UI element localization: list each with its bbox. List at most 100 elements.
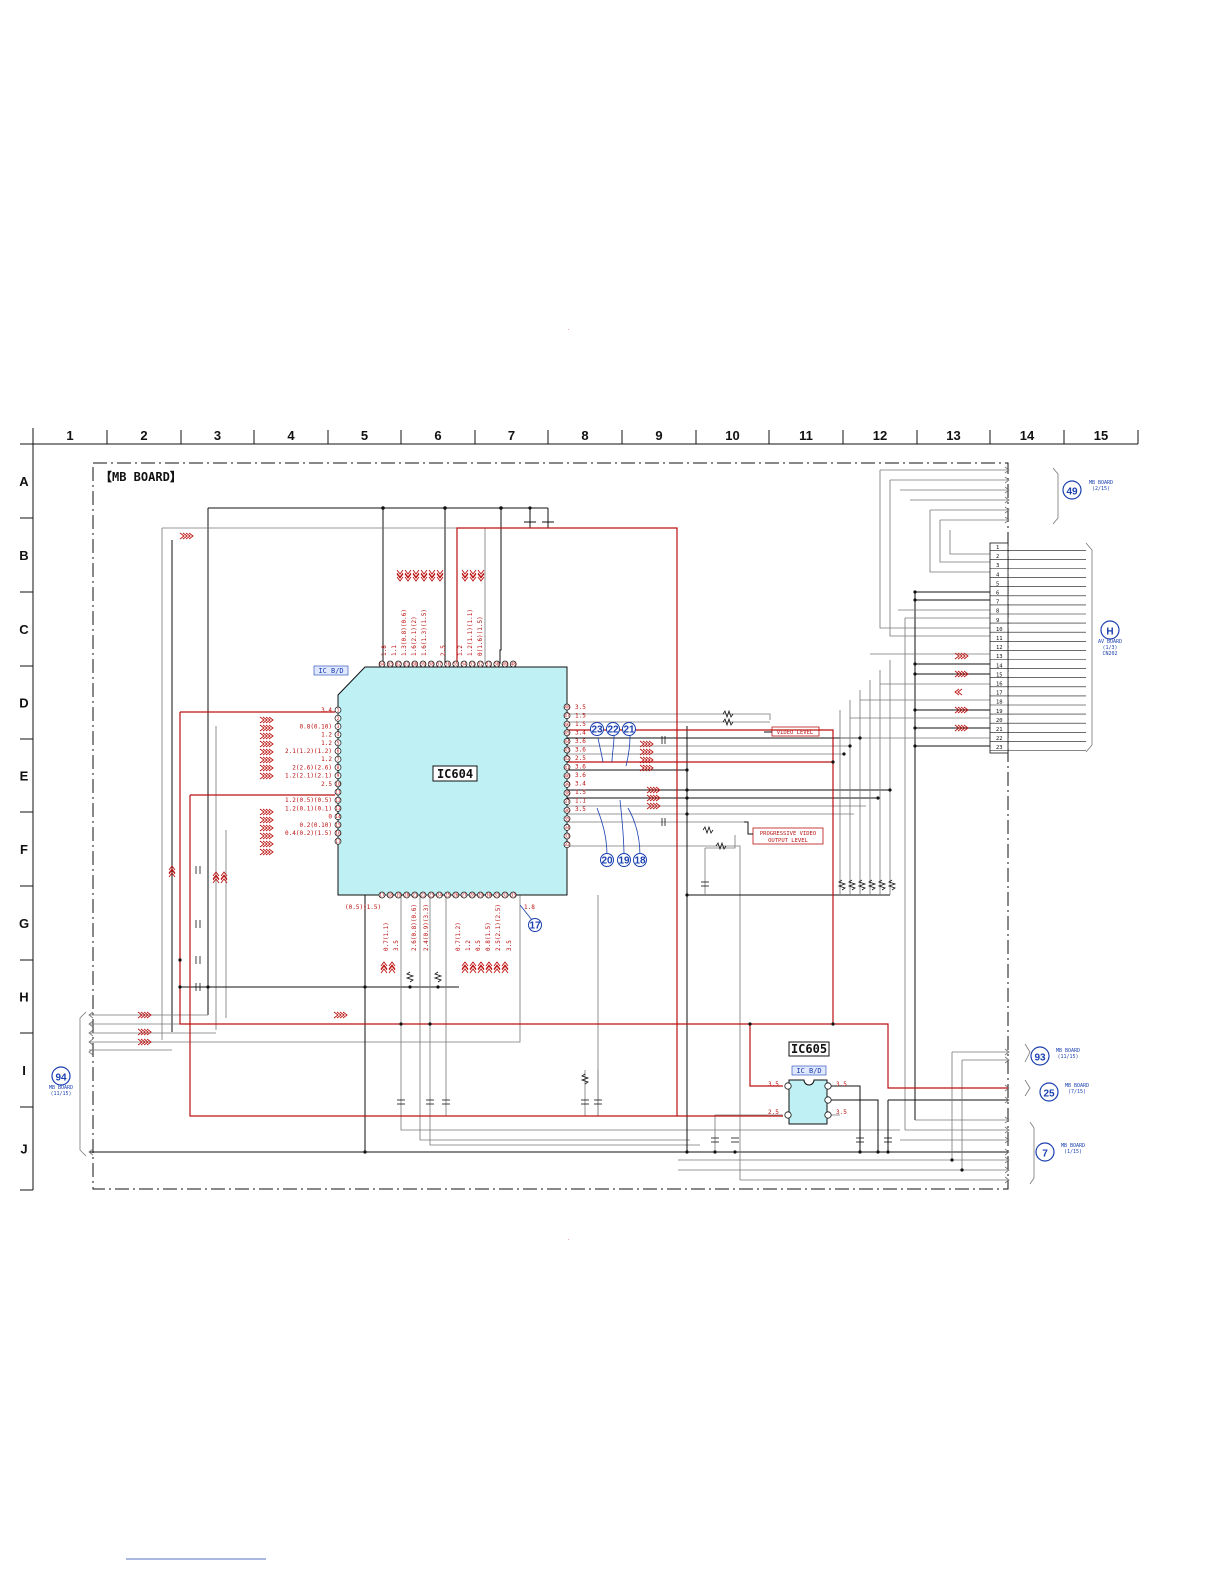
signal-arrow [501, 965, 509, 974]
ic-pin [452, 891, 460, 899]
ic604-right-voltage: 1.1 [575, 798, 586, 805]
ic-pin-number: 16 [335, 831, 341, 837]
connector-pin-mark [88, 1148, 94, 1156]
ic-pin-number: 3 [337, 724, 340, 730]
ic-pin [427, 891, 435, 899]
connector-h-pin-number: 1 [996, 545, 999, 551]
grid-column-label: 4 [287, 428, 295, 443]
connector-h-pin-number: 14 [996, 663, 1003, 669]
ic-pin-number: 24 [437, 893, 443, 899]
connector-ref-line1: MB BOARD [49, 1085, 73, 1091]
ic-pin [563, 789, 571, 797]
ic-pin [334, 706, 342, 714]
video-level-label: VIDEO LEVEL [777, 730, 814, 736]
signal-arrow [485, 965, 493, 974]
connector-h-pin-number: 4 [996, 572, 1000, 578]
signal-arrow [639, 756, 648, 764]
grid-column-label: 1 [66, 428, 73, 443]
signal-arrow [954, 706, 963, 714]
ic604-right-voltage: 3.5 [575, 704, 586, 711]
ic-pin [563, 712, 571, 719]
signal-arrow [265, 740, 274, 748]
ic-pin-number: 48 [510, 662, 516, 668]
connector-ref-line2: (7/15) [1068, 1089, 1086, 1095]
ic604-left-voltage: 0 [328, 814, 332, 821]
progressive-level-line2: OUTPUT LEVEL [768, 838, 808, 844]
ic-pin [334, 805, 342, 812]
connector-pin-mark [88, 1011, 94, 1019]
ic-pin [395, 891, 402, 899]
connector-h-pin-number: 5 [996, 581, 999, 587]
signal-arrow [396, 569, 404, 578]
signal-arrow [168, 865, 176, 874]
ic-pin [563, 815, 571, 823]
signal-arrow [265, 748, 274, 756]
ic-pin-number: 39 [564, 782, 570, 788]
board-title: 【MB BOARD】 [100, 469, 182, 484]
grid-column-label: 12 [873, 428, 887, 443]
signal-arrow [412, 569, 420, 578]
ic604-bottom-voltage: 0.5 [475, 940, 482, 951]
ic604-left-voltage: 0.8(0.10) [299, 723, 332, 730]
waveform-point-marker [590, 722, 604, 736]
ic-pin [334, 755, 342, 763]
ic-pin-number: 8 [337, 765, 340, 771]
grid-column-label: 11 [799, 428, 813, 443]
grid-column-label: 10 [725, 428, 739, 443]
ic-pin [501, 891, 509, 899]
connector-pin-mark [1004, 1096, 1010, 1104]
ic-pin [468, 891, 476, 899]
ic604-left-voltage: 1.2(0.5)(0.5) [285, 797, 332, 804]
connector-ref-marker [51, 1066, 71, 1086]
signal-arrow [469, 569, 477, 578]
ic-pin-number: 43 [564, 748, 570, 754]
connector-ref-number: 49 [1066, 487, 1078, 498]
ic605-voltage: 2.5 [768, 1109, 779, 1116]
ic604-top-voltage: 1.8 [381, 645, 388, 656]
waveform-point-number: 19 [618, 856, 630, 867]
signal-arrow [339, 1011, 348, 1019]
connector-ref-line1: MB BOARD [1089, 480, 1113, 486]
ic-pin [386, 660, 394, 668]
ic-pin [509, 660, 517, 668]
traces-red [179, 527, 1008, 1117]
connector-ref-line2: (11/15) [1057, 1054, 1078, 1060]
ic604-top-voltage: 0(1.6)(1.5) [477, 616, 484, 656]
svg-text:.: . [567, 1237, 570, 1242]
connector-h-pin-number: 10 [996, 627, 1003, 633]
ic-pin [436, 891, 443, 899]
ic-pin [444, 660, 451, 668]
ic-pin [403, 660, 410, 668]
connector-ref-line1: MB BOARD [1056, 1048, 1080, 1054]
ic-pin-number: 59 [420, 662, 426, 668]
ic-pin-number: 41 [564, 765, 570, 771]
signal-arrow [259, 772, 268, 780]
signal-arrow [639, 740, 648, 748]
signal-arrow [212, 871, 220, 880]
signal-arrow [954, 724, 963, 732]
ic-pin-number: 56 [445, 662, 451, 668]
ic-pin-number: 18 [387, 893, 393, 899]
connector-ref-line2: (11/15) [50, 1091, 71, 1097]
ic604-bottom-voltage: 3.5 [506, 940, 513, 951]
signal-arrow [469, 961, 477, 970]
signal-arrow [265, 840, 274, 848]
ic-pin [334, 731, 342, 738]
ic-pin-number: 51 [486, 662, 492, 668]
ic-pin [477, 660, 484, 668]
signal-arrow [388, 961, 396, 970]
signal-arrow [137, 1011, 146, 1019]
connector-h-pin-number: 18 [996, 700, 1003, 706]
ic-pin [386, 891, 394, 899]
signal-arrow [469, 573, 477, 582]
ic604-left-voltage: 1.2 [321, 732, 332, 739]
ic-pin-number: 31 [494, 893, 500, 899]
connector-pin-mark [1004, 1176, 1010, 1184]
connector-pin-mark [1004, 1156, 1010, 1164]
ic-pin-number: 17 [379, 893, 385, 899]
connector-h-pin-number: 3 [996, 563, 999, 569]
connector-h-pin-number: 22 [996, 736, 1003, 742]
ic604-right-voltage: 3.6 [575, 764, 586, 771]
ic-pin-number: 55 [453, 662, 459, 668]
